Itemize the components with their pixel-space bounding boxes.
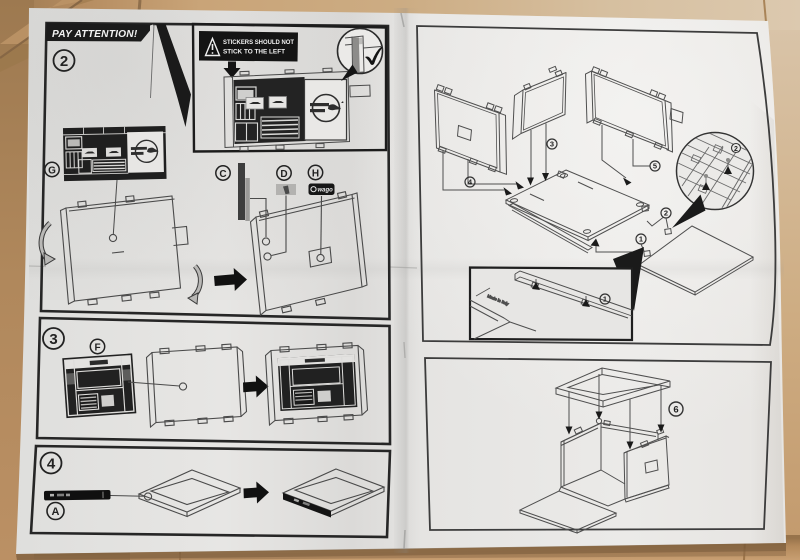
svg-text:6: 6 — [673, 405, 678, 416]
svg-text:2: 2 — [664, 209, 668, 218]
svg-text:STICK TO THE LEFT: STICK TO THE LEFT — [223, 49, 285, 56]
svg-text:2: 2 — [60, 53, 68, 70]
svg-text:F: F — [94, 342, 100, 353]
svg-text:3: 3 — [49, 331, 57, 348]
svg-text:2: 2 — [734, 146, 738, 153]
svg-text:A: A — [52, 506, 60, 518]
svg-text:wago: wago — [318, 188, 334, 194]
svg-text:5: 5 — [653, 162, 657, 171]
svg-text:1: 1 — [639, 235, 643, 244]
svg-text:STICKERS SHOULD NOT: STICKERS SHOULD NOT — [223, 39, 294, 46]
svg-text:G: G — [48, 165, 56, 176]
svg-text:1: 1 — [603, 295, 607, 304]
svg-text:D: D — [280, 169, 287, 180]
svg-text:PAY ATTENTION!: PAY ATTENTION! — [52, 29, 138, 40]
svg-text:H: H — [312, 168, 319, 179]
svg-text:4: 4 — [47, 456, 56, 473]
svg-text:4: 4 — [468, 178, 473, 187]
svg-text:3: 3 — [550, 140, 554, 149]
svg-text:C: C — [219, 169, 226, 180]
